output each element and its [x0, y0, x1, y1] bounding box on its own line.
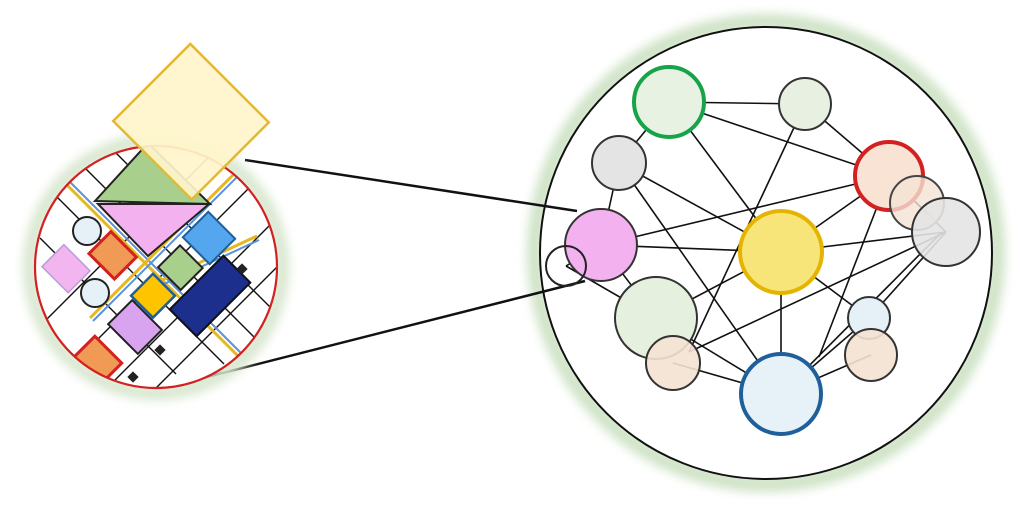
node-yellow [738, 209, 824, 295]
node-green [632, 65, 706, 139]
node-peach-right [844, 328, 898, 382]
zoom-mint-square [156, 243, 205, 292]
node-left-gray [591, 135, 647, 191]
zoom-lavender-bottom [106, 298, 164, 356]
zoom-lavender-left [40, 243, 92, 294]
zoom-connector-top [244, 158, 578, 213]
node-top-gray-green [778, 77, 832, 131]
node-blue [739, 352, 823, 436]
network-boundary-glow [527, 14, 1005, 492]
zoom-gold-square [129, 272, 177, 320]
yellow-callout-square [111, 42, 271, 202]
network-nodes [545, 65, 981, 436]
node-peach-bottom-left [645, 335, 701, 391]
zoomed-region [35, 146, 277, 388]
node-pink-selected [564, 208, 638, 282]
node-large-gray-right [911, 197, 981, 267]
zoom-small-circle-top [72, 216, 102, 246]
zoom-wires [64, 151, 260, 366]
zoom-sky-square [181, 210, 237, 266]
zoom-orange-top [86, 229, 139, 282]
zoom-black-connectors [127, 263, 248, 383]
node-small-outline [545, 245, 587, 287]
zoom-small-circle-bottom [80, 278, 110, 308]
zoom-connector-bottom [182, 279, 586, 385]
zoom-pink-triangle [95, 203, 212, 258]
